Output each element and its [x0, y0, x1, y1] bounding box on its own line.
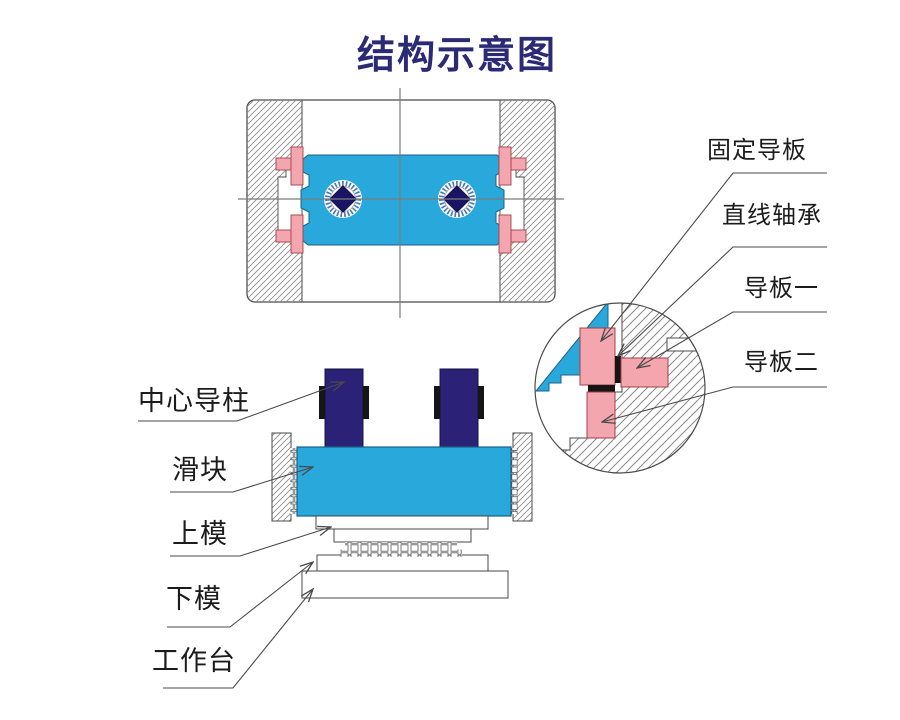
page-title: 结构示意图: [356, 35, 557, 77]
rail-teeth-right: [510, 448, 518, 514]
label-guide-plate-1: 导板一: [744, 275, 819, 302]
leader-fixed-guide-plate: [601, 172, 827, 341]
linear-bearing-part-a: [615, 356, 621, 383]
leader-linear-bearing: [618, 246, 827, 356]
die-teeth-lower: [340, 549, 462, 557]
linear-bearing-part-b: [588, 385, 615, 392]
worktable-plate: [301, 570, 509, 599]
leader-lines: [138, 172, 827, 689]
slider-block: [296, 446, 512, 517]
column-clamp: [478, 386, 484, 419]
label-guide-plate-2: 导板二: [744, 349, 819, 376]
center-guide-column-right: [439, 368, 479, 449]
upper-die-plate-a: [315, 515, 489, 530]
clip-bottom-right: [498, 214, 527, 254]
rail-teeth-left: [290, 448, 298, 514]
fixed-guide-plate-part: [579, 327, 616, 386]
leader-slider: [170, 467, 313, 493]
top-view: [238, 88, 564, 318]
clip-top-right: [498, 146, 527, 186]
label-center-guide-column: 中心导柱: [138, 386, 250, 416]
label-worktable: 工作台: [152, 646, 236, 676]
detail-view: [534, 302, 706, 474]
clip-bottom-left: [275, 214, 304, 254]
guide-rail-bar: [300, 154, 505, 246]
leader-center-guide-column: [138, 382, 344, 422]
press-view: [271, 368, 533, 599]
label-fixed-guide-plate: 固定导板: [707, 137, 807, 164]
detail-circle: [534, 302, 706, 474]
leader-guide-plate-1: [637, 311, 827, 368]
leader-worktable: [163, 589, 313, 689]
leader-guide-plate-2: [602, 386, 827, 422]
column-clamp: [434, 386, 440, 419]
label-lower-die: 下模: [166, 584, 222, 614]
lower-die-plate: [316, 554, 489, 572]
leader-upper-die: [170, 527, 331, 557]
die-teeth-upper: [345, 542, 457, 550]
label-upper-die: 上模: [172, 519, 228, 549]
guide-plate-2-part: [586, 391, 616, 439]
column-clamp: [319, 386, 325, 419]
clip-top-left: [275, 146, 304, 186]
guide-plate-1-part: [620, 357, 669, 388]
label-slider: 滑块: [172, 455, 228, 485]
upper-die-plate-b: [333, 528, 472, 543]
center-guide-column-left: [324, 368, 364, 449]
column-clamp: [363, 386, 369, 419]
leader-lower-die: [167, 562, 313, 628]
label-linear-bearing: 直线轴承: [722, 202, 822, 229]
